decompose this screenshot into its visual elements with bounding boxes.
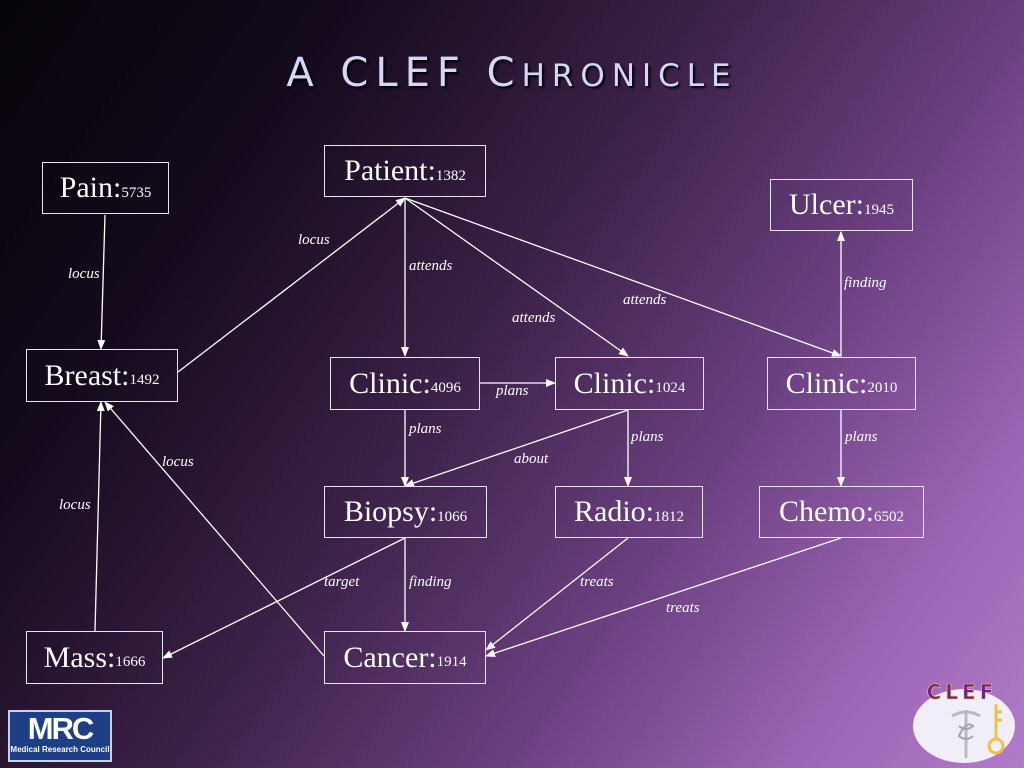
node-pain: Pain:5735 [42, 162, 169, 214]
edge-label-breast-patient: locus [298, 232, 330, 248]
edge-label-biopsy-cancer: finding [409, 574, 452, 590]
edge-label-clinic3-ulcer: finding [844, 275, 887, 291]
node-id: 1024 [655, 380, 686, 396]
node-name: Clinic: [573, 366, 656, 400]
node-id: 1914 [436, 654, 467, 670]
node-id: 6502 [874, 508, 904, 525]
node-id: 2010 [867, 380, 898, 396]
node-id: 4096 [430, 380, 461, 396]
edge-label-clinic1-clinic2: plans [496, 383, 529, 399]
edge-label-clinic2-biopsy: about [514, 451, 549, 467]
node-name: Clinic: [349, 366, 431, 400]
node-name: Pain: [59, 171, 122, 204]
edge-label-patient-clinic2: attends [512, 310, 556, 326]
node-id: 5735 [121, 184, 152, 201]
node-patient: Patient:1382 [324, 145, 486, 197]
caduceus-icon [951, 710, 981, 758]
node-name: Clinic: [785, 366, 868, 400]
node-clinic-2010: Clinic:2010 [767, 357, 916, 410]
node-ulcer: Ulcer:1945 [770, 179, 913, 231]
node-id: 1666 [115, 654, 146, 670]
clef-logo-text: CLEF [927, 680, 998, 704]
node-id: 1945 [863, 201, 894, 218]
node-name: Biopsy: [343, 495, 438, 528]
edge-radio-cancer [485, 537, 629, 651]
edge-breast-patient [177, 197, 406, 373]
edge-label-pain-breast: locus [68, 266, 100, 282]
slide-title: A CLEF CHRONICLE [286, 50, 738, 96]
edge-label-clinic1-biopsy: plans [409, 421, 442, 437]
node-breast: Breast:1492 [26, 349, 178, 402]
node-biopsy: Biopsy:1066 [324, 486, 487, 538]
edge-clinic2-biopsy [404, 409, 629, 487]
edge-mass-breast [94, 401, 105, 632]
edge-biopsy-mass [162, 537, 406, 659]
node-id: 1812 [654, 508, 684, 525]
node-id: 1066 [437, 508, 468, 525]
edge-patient-clinic3 [404, 197, 842, 357]
node-name: Radio: [574, 495, 654, 528]
clef-logo: CLEF [913, 680, 1015, 763]
edge-label-biopsy-mass: target [324, 574, 360, 590]
edge-label-mass-breast: locus [59, 497, 91, 513]
node-name: Cancer: [343, 640, 437, 674]
edge-label-chemo-cancer: treats [666, 600, 700, 616]
node-name: Patient: [344, 154, 436, 187]
node-mass: Mass:1666 [26, 631, 163, 684]
node-clinic-4096: Clinic:4096 [330, 357, 480, 410]
node-name: Ulcer: [789, 188, 864, 221]
node-chemo: Chemo:6502 [759, 486, 924, 538]
edge-label-radio-cancer: treats [580, 574, 614, 590]
node-clinic-1024: Clinic:1024 [555, 357, 704, 410]
node-id: 1492 [129, 372, 160, 388]
edge-cancer-breast [104, 401, 325, 657]
node-name: Breast: [44, 358, 130, 392]
edge-patient-clinic2 [404, 197, 629, 357]
edge-chemo-cancer [485, 537, 842, 657]
node-id: 1382 [435, 167, 466, 184]
edge-label-patient-clinic3: attends [623, 292, 667, 308]
edge-label-cancer-breast: locus [162, 454, 194, 470]
node-cancer: Cancer:1914 [324, 631, 486, 684]
node-radio: Radio:1812 [555, 486, 703, 538]
node-name: Chemo: [779, 495, 874, 528]
mrc-logo-text: MRC [27, 711, 95, 746]
edge-label-clinic2-radio: plans [631, 429, 664, 445]
node-name: Mass: [43, 640, 116, 674]
edge-label-patient-clinic1: attends [409, 258, 453, 274]
edge-pain-breast [97, 214, 106, 350]
edge-label-clinic3-chemo: plans [845, 429, 878, 445]
key-icon [987, 704, 1005, 755]
mrc-logo-subtitle: Medical Research Council [10, 745, 110, 754]
mrc-logo: MRC Medical Research Council [8, 710, 112, 762]
